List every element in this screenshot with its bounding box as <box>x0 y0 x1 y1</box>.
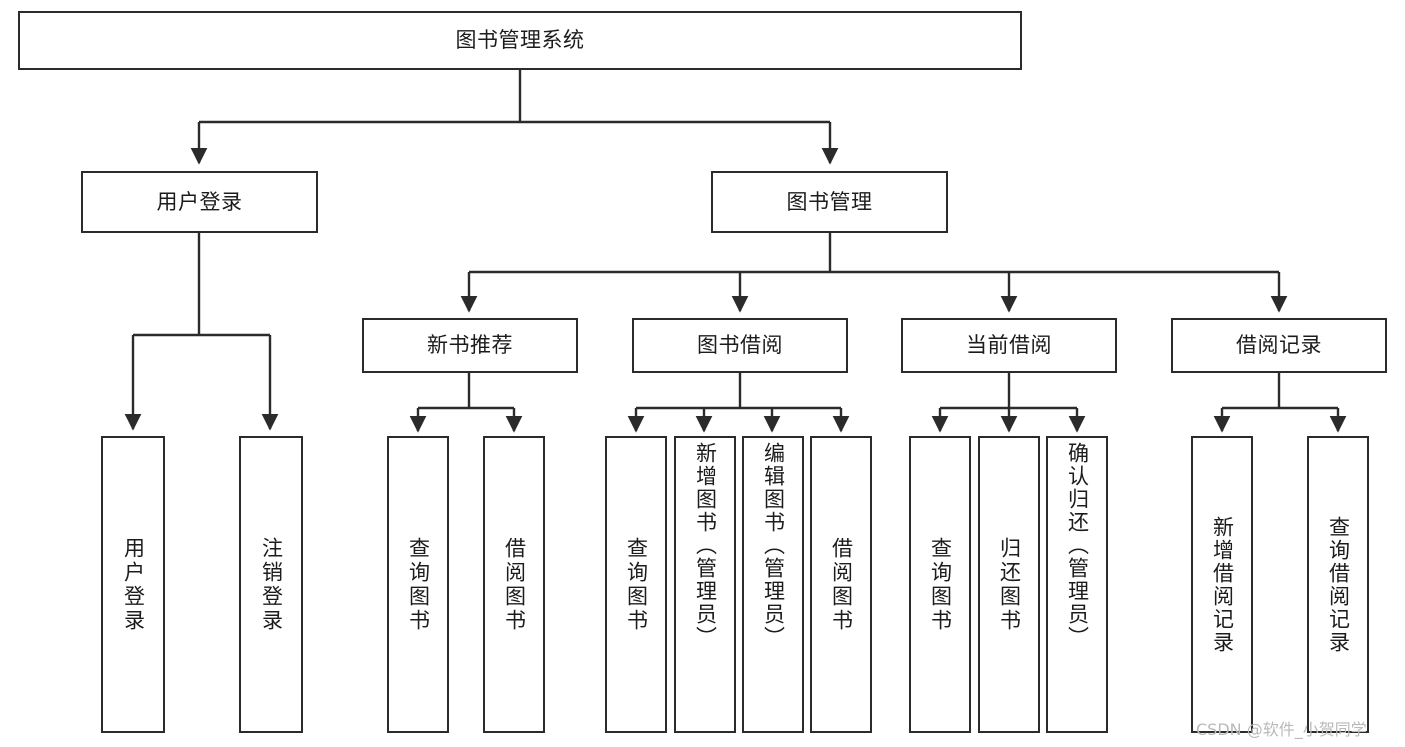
node-label: 图书管理 <box>786 189 873 214</box>
node-label: 确认归还（管理员） <box>1065 442 1090 649</box>
node-new-book-recommend[interactable]: 新书推荐 <box>362 318 578 373</box>
leaf-borrow-add-book-admin[interactable]: 新增图书（管理员） <box>674 436 736 733</box>
leaf-current-query-book[interactable]: 查询图书 <box>909 436 971 733</box>
node-label: 查询图书 <box>624 536 649 633</box>
leaf-logout[interactable]: 注销登录 <box>239 436 303 733</box>
node-label: 借阅图书 <box>502 536 527 633</box>
leaf-user-login[interactable]: 用户登录 <box>101 436 165 733</box>
leaf-current-confirm-return-admin[interactable]: 确认归还（管理员） <box>1046 436 1108 733</box>
leaf-borrow-query-book[interactable]: 查询图书 <box>605 436 667 733</box>
leaf-borrow-edit-book-admin[interactable]: 编辑图书（管理员） <box>742 436 804 733</box>
node-label: 查询借阅记录 <box>1326 515 1351 654</box>
csdn-watermark: CSDN @软件_小贺同学 <box>1196 720 1367 739</box>
node-label: 图书管理系统 <box>455 28 585 53</box>
node-label: 新增借阅记录 <box>1210 515 1235 654</box>
leaf-newbook-query-book[interactable]: 查询图书 <box>387 436 449 733</box>
leaf-borrow-lend-book[interactable]: 借阅图书 <box>810 436 872 733</box>
node-label: 新增图书（管理员） <box>693 442 718 649</box>
node-user-login[interactable]: 用户登录 <box>81 171 318 233</box>
node-label: 用户登录 <box>156 189 243 214</box>
node-label: 查询图书 <box>928 536 953 633</box>
node-root-system[interactable]: 图书管理系统 <box>18 11 1022 70</box>
node-label: 用户登录 <box>121 536 146 633</box>
node-label: 图书借阅 <box>697 333 783 358</box>
leaf-records-add-record[interactable]: 新增借阅记录 <box>1191 436 1253 733</box>
node-label: 借阅记录 <box>1236 333 1322 358</box>
node-book-borrow[interactable]: 图书借阅 <box>632 318 848 373</box>
node-label: 编辑图书（管理员） <box>761 442 786 649</box>
node-label: 归还图书 <box>997 536 1022 633</box>
node-label: 注销登录 <box>259 536 284 633</box>
node-label: 查询图书 <box>406 536 431 633</box>
node-current-borrow[interactable]: 当前借阅 <box>901 318 1117 373</box>
leaf-records-query-record[interactable]: 查询借阅记录 <box>1307 436 1369 733</box>
node-label: 当前借阅 <box>966 333 1052 358</box>
node-borrow-records[interactable]: 借阅记录 <box>1171 318 1387 373</box>
leaf-current-return-book[interactable]: 归还图书 <box>978 436 1040 733</box>
node-label: 借阅图书 <box>829 536 854 633</box>
node-label: 新书推荐 <box>427 333 513 358</box>
leaf-newbook-borrow-book[interactable]: 借阅图书 <box>483 436 545 733</box>
node-book-management[interactable]: 图书管理 <box>711 171 948 233</box>
